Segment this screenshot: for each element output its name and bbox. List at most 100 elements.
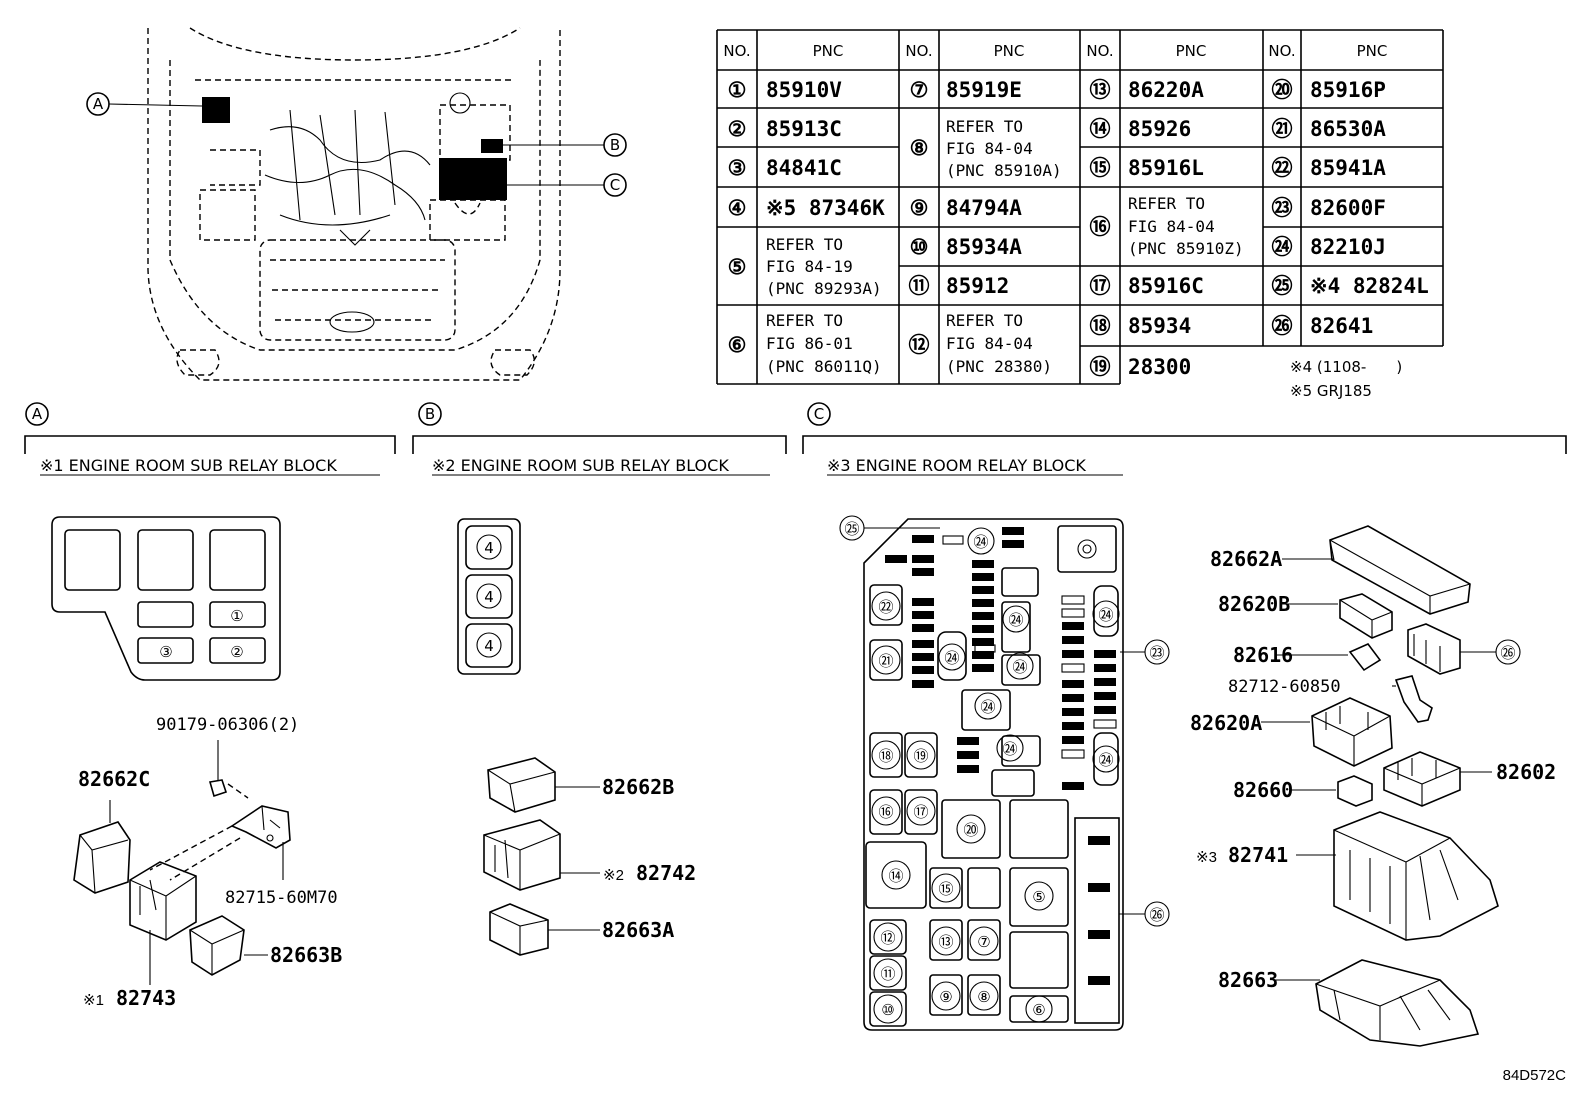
header-pnc: PNC <box>1357 42 1388 60</box>
parts-c-exploded: 82662A 82620B 82616 82712-60850 82620A 8… <box>1190 525 1556 1047</box>
row-no: ⑦ <box>910 78 929 102</box>
row-pnc: 85910V <box>766 78 842 102</box>
part-label-block-a: 82743 <box>116 986 176 1010</box>
svg-text:⑥: ⑥ <box>1032 1001 1045 1019</box>
svg-text:㉔: ㉔ <box>1012 658 1027 676</box>
row-pnc-line: (PNC 86011Q) <box>766 357 882 376</box>
row-pnc: 85941A <box>1310 156 1386 180</box>
svg-text:⑯: ⑯ <box>878 803 893 821</box>
svg-text:㉔: ㉔ <box>944 649 959 667</box>
row-no: ④ <box>728 196 747 220</box>
sub-relay-block-b: 4 4 4 <box>457 518 521 675</box>
part-label-lower-b: 82663A <box>602 918 674 942</box>
row-no: ⑨ <box>910 196 929 220</box>
figure-code: 84D572C <box>1503 1067 1567 1084</box>
svg-text:㉔: ㉔ <box>973 533 988 551</box>
row-pnc: ※4 82824L <box>1310 274 1429 298</box>
header-pnc: PNC <box>1176 42 1207 60</box>
section-c-header: C ※3 ENGINE ROOM RELAY BLOCK <box>802 402 1567 476</box>
row-pnc: 85916C <box>1128 274 1204 298</box>
row-pnc: 85912 <box>946 274 1009 298</box>
row-no: ⑩ <box>910 235 929 259</box>
svg-text:※3 ENGINE ROOM RELAY BLOCK: ※3 ENGINE ROOM RELAY BLOCK <box>827 456 1086 475</box>
row-pnc-line: FIG 86-01 <box>766 334 853 353</box>
svg-text:㉔: ㉔ <box>1008 611 1023 629</box>
footnote-4: ※4 (1108- ) <box>1290 358 1402 376</box>
row-pnc: 85916P <box>1310 78 1386 102</box>
car-callout-a: A <box>86 92 203 116</box>
svg-text:㉖: ㉖ <box>1149 906 1164 924</box>
row-no: ③ <box>728 156 747 180</box>
svg-text:A: A <box>32 405 43 423</box>
row-pnc: 85913C <box>766 117 842 141</box>
svg-text:⑭: ⑭ <box>888 867 903 885</box>
row-pnc-line: FIG 84-19 <box>766 257 853 276</box>
row-no: ㉒ <box>1272 156 1293 180</box>
part-label-cover-b: 82662B <box>602 775 674 799</box>
part-label-c-prefix: ※3 <box>1196 849 1217 866</box>
row-no: ㉑ <box>1272 117 1293 141</box>
row-no: ⑫ <box>909 333 930 357</box>
svg-text:㉔: ㉔ <box>1098 606 1113 624</box>
row-no: ⑲ <box>1090 355 1111 379</box>
car-engine-bay-illustration <box>147 27 561 381</box>
row-pnc: 82600F <box>1310 196 1386 220</box>
row-no: ⑮ <box>1090 156 1111 180</box>
part-label-c: 82741 <box>1228 843 1288 867</box>
row-pnc-line: (PNC 89293A) <box>766 279 882 298</box>
parts-a-exploded: 90179-06306(2) 82662C 82715-60M70 ※1 827… <box>73 715 342 1010</box>
row-no: ㉓ <box>1272 196 1293 220</box>
row-pnc-line: REFER TO <box>766 311 843 330</box>
part-label-bolt: 90179-06306(2) <box>156 715 299 735</box>
svg-text:⑦: ⑦ <box>977 933 990 951</box>
part-label-lower-a: 82663B <box>270 943 342 967</box>
row-pnc-line: FIG 84-04 <box>946 334 1033 353</box>
part-label-block-b-prefix: ※2 <box>603 867 624 884</box>
svg-text:⑳: ⑳ <box>963 821 978 839</box>
section-b-header: B ※2 ENGINE ROOM SUB RELAY BLOCK <box>412 402 787 476</box>
row-pnc: 86220A <box>1128 78 1204 102</box>
part-label-c: 82712-60850 <box>1228 677 1341 697</box>
row-pnc: 85926 <box>1128 117 1191 141</box>
svg-text:⑱: ⑱ <box>878 747 893 765</box>
row-pnc: 84794A <box>946 196 1022 220</box>
row-pnc-line: FIG 84-04 <box>1128 217 1215 236</box>
slot-1: ① <box>230 607 243 625</box>
row-no: ② <box>728 117 747 141</box>
row-pnc-line: FIG 84-04 <box>946 139 1033 158</box>
footnote-5: ※5 GRJ185 <box>1290 382 1372 400</box>
pnc-table: NO. PNC NO. PNC NO. PNC NO. PNC ① 85910V… <box>716 29 1444 400</box>
svg-text:⑲: ⑲ <box>913 747 928 765</box>
row-no: ⑬ <box>1090 78 1111 102</box>
row-no: ㉖ <box>1272 314 1293 338</box>
sub-relay-block-a: ① ② ③ <box>51 516 281 681</box>
svg-text:㉓: ㉓ <box>1149 644 1164 662</box>
svg-text:⑮: ⑮ <box>938 880 953 898</box>
svg-text:C: C <box>610 176 620 194</box>
row-pnc-line: (PNC 85910A) <box>946 161 1062 180</box>
header-no: NO. <box>1086 42 1113 60</box>
row-pnc: 28300 <box>1128 355 1191 379</box>
slot-4: 4 <box>484 588 494 606</box>
row-pnc: 84841C <box>766 156 842 180</box>
svg-text:C: C <box>814 405 824 423</box>
svg-text:㉕: ㉕ <box>844 520 859 538</box>
row-pnc: 82210J <box>1310 235 1386 259</box>
svg-text:⑤: ⑤ <box>1032 888 1045 906</box>
part-label-block-a-prefix: ※1 <box>83 992 104 1009</box>
row-no: ⑯ <box>1090 215 1111 239</box>
row-pnc: 85916L <box>1128 156 1204 180</box>
header-pnc: PNC <box>994 42 1025 60</box>
svg-text:㉔: ㉔ <box>1098 751 1113 769</box>
svg-text:⑫: ⑫ <box>880 929 895 947</box>
part-label-c: 82662A <box>1210 547 1282 571</box>
row-no: ⑤ <box>728 255 747 279</box>
svg-text:㉔: ㉔ <box>1002 740 1017 758</box>
svg-text:A: A <box>93 95 104 113</box>
car-callout-c: C <box>507 173 627 197</box>
svg-text:⑪: ⑪ <box>880 965 895 983</box>
car-callout-b: B <box>503 133 627 157</box>
header-no: NO. <box>1268 42 1295 60</box>
svg-text:※2 ENGINE ROOM SUB RELAY BLOCK: ※2 ENGINE ROOM SUB RELAY BLOCK <box>432 456 729 475</box>
